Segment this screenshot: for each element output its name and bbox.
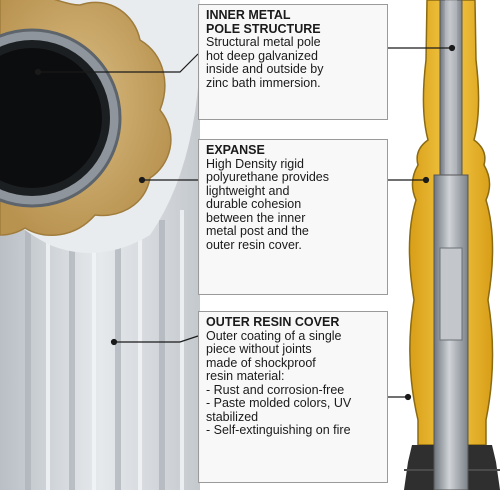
callout-title: INNER METAL POLE STRUCTURE [206,9,380,36]
callout-expanse: EXPANSE High Density rigid polyurethane … [198,139,388,295]
callout-title: OUTER RESIN COVER [206,316,380,330]
list-item: - Rust and corrosion-free [206,384,380,398]
callout-body: High Density rigid polyurethane provides… [206,158,380,253]
list-item: - Paste molded colors, UV stabilized [206,397,380,424]
feature-list: - Rust and corrosion-free - Paste molded… [206,384,380,438]
callout-title: EXPANSE [206,144,380,158]
callout-body: Structural metal pole hot deep galvanize… [206,36,380,90]
callout-outer-resin-cover: OUTER RESIN COVER Outer coating of a sin… [198,311,388,483]
callout-inner-metal-pole: INNER METAL POLE STRUCTURE Structural me… [198,4,388,120]
pole-profile [404,0,500,490]
list-item: - Self-extinguishing on fire [206,424,380,438]
callout-body: Outer coating of a single piece without … [206,330,380,384]
